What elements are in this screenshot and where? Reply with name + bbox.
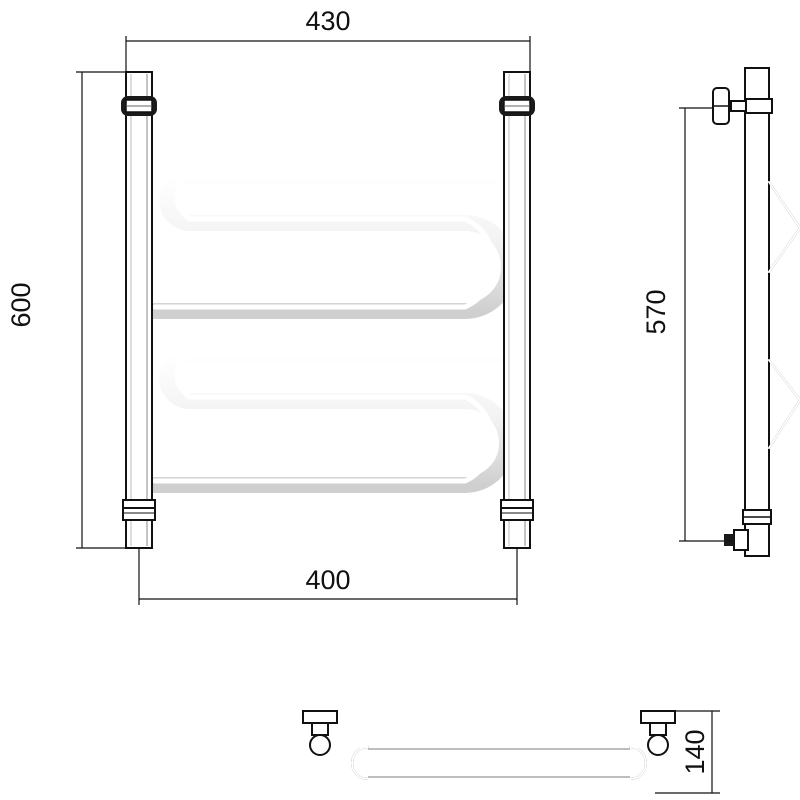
side-bottom-fitting [724,509,772,551]
top-left-mount [121,96,157,116]
top-right-mount-assembly [640,710,676,756]
dimension-label-140: 140 [680,729,710,774]
dimension-430: 430 [125,6,531,72]
top-left-mount-assembly [302,710,338,756]
side-coil-upper [768,181,800,273]
dimension-400: 400 [138,548,518,605]
side-riser-pipe [744,67,770,557]
bottom-left-fitting [122,499,156,521]
side-top-mount [712,87,773,125]
bottom-right-fitting [500,499,534,521]
front-view: 430 600 400 [6,6,535,605]
top-right-mount [499,96,535,116]
dimension-140: 140 [655,710,720,794]
dimension-570: 570 [641,107,734,542]
dimension-label-600: 600 [6,282,36,327]
dimension-label-430: 430 [305,6,350,36]
dimension-label-570: 570 [641,289,671,334]
right-riser-pipe [503,71,531,549]
top-coil [324,746,661,780]
dimension-600: 600 [6,71,126,549]
side-view: 570 [641,67,800,557]
top-view: 140 [302,710,720,794]
dimension-label-400: 400 [305,565,350,595]
side-coil-lower [768,359,800,449]
lower-coil [147,347,515,493]
left-riser-pipe [125,71,153,549]
upper-coil [147,169,517,319]
